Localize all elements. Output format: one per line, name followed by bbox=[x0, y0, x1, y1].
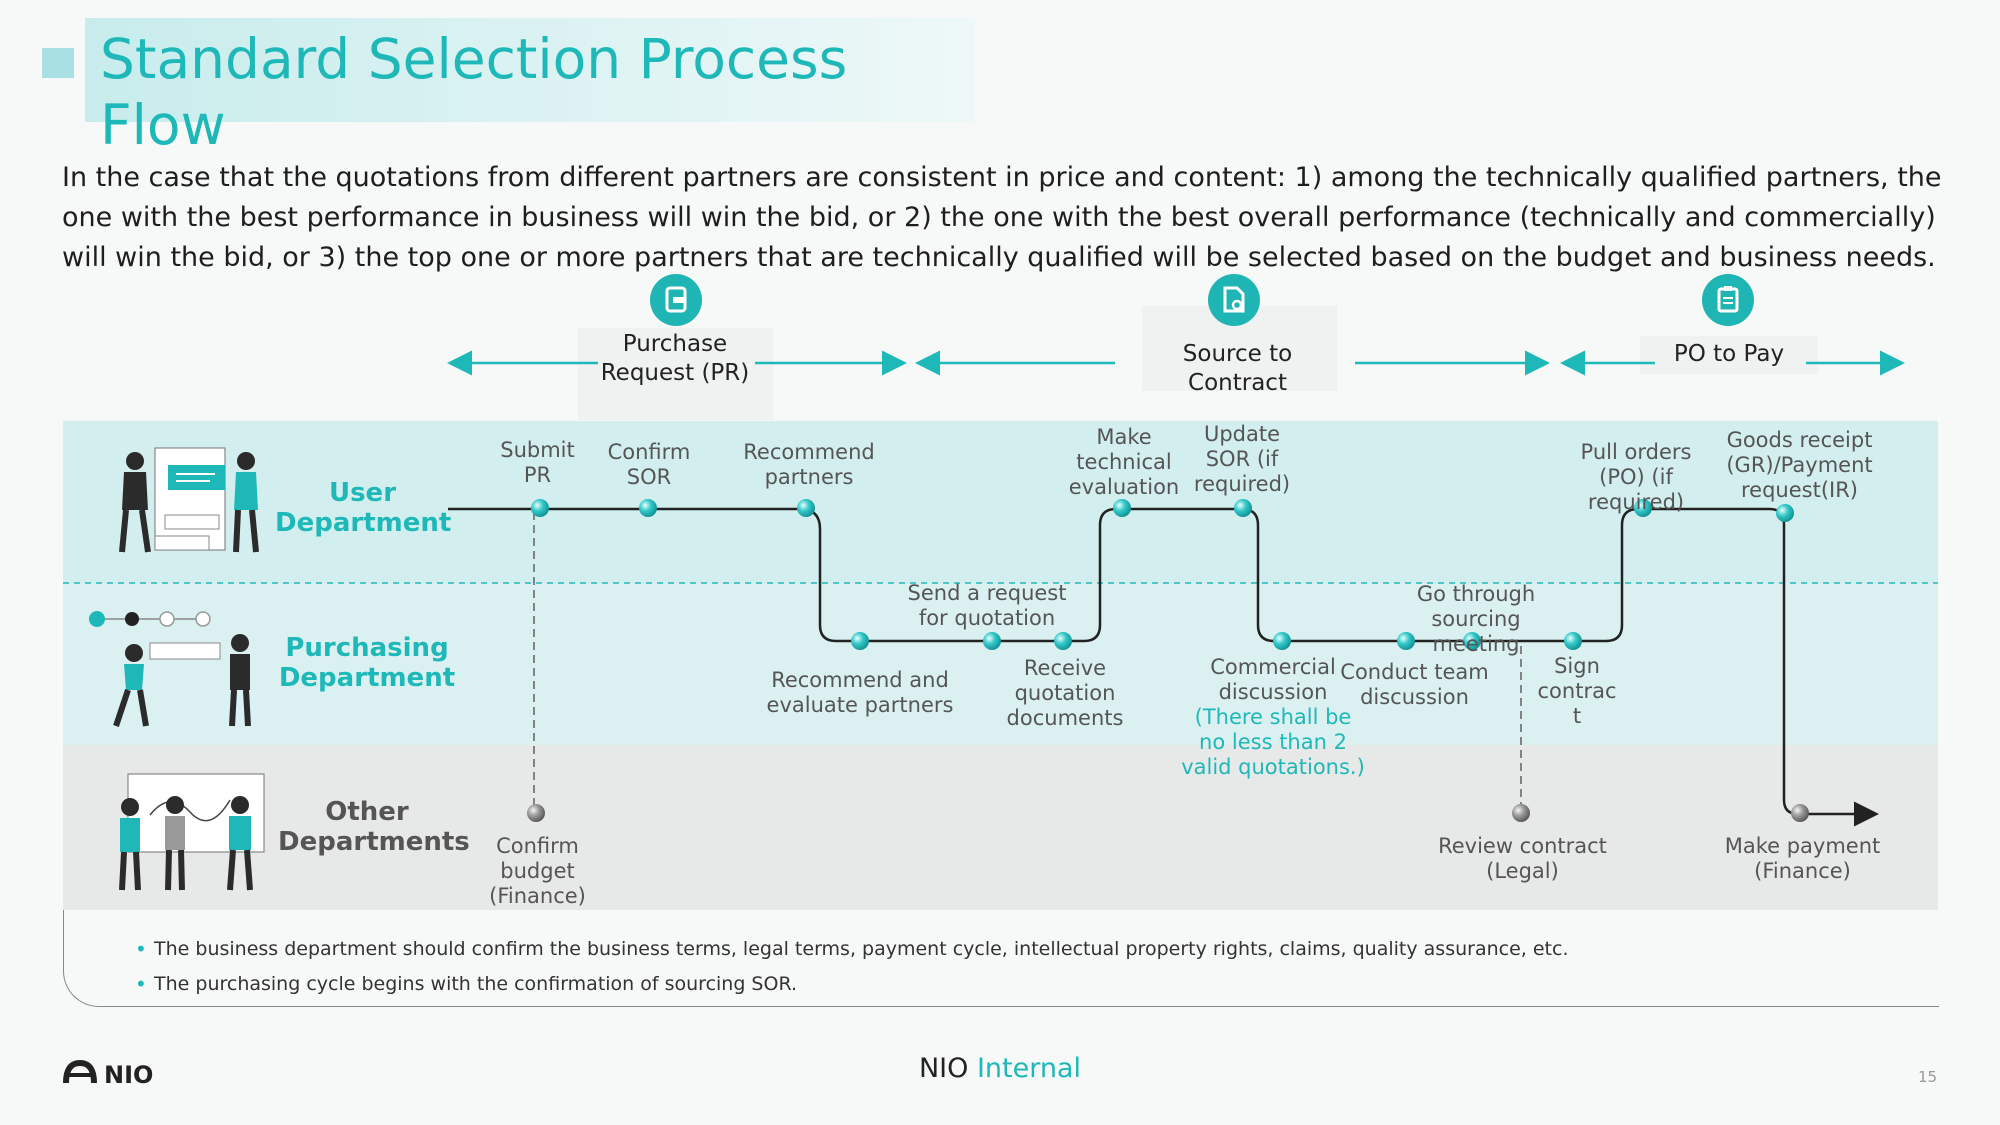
page-title: Standard Selection Process Flow bbox=[100, 27, 848, 157]
footer-internal-suffix: Internal bbox=[976, 1053, 1082, 1084]
clipboard-icon bbox=[1702, 274, 1754, 326]
step-recommend-evaluate: Recommend and evaluate partners bbox=[766, 668, 954, 717]
footer-classification: NIO Internal bbox=[900, 1053, 1100, 1084]
nio-logo-text: NIO bbox=[104, 1061, 154, 1089]
user-department-illustration bbox=[119, 447, 259, 553]
title-background bbox=[85, 18, 975, 122]
step-review-contract: Review contract (Legal) bbox=[1438, 834, 1607, 883]
user-lane-band bbox=[63, 421, 1938, 583]
node-submit-pr bbox=[531, 499, 549, 517]
other-lane-band bbox=[63, 745, 1938, 910]
node-review-contract bbox=[1512, 804, 1530, 822]
node-send-request bbox=[983, 632, 1001, 650]
phase-label-stc: Source to Contract bbox=[1182, 341, 1293, 396]
node-update-sor bbox=[1234, 499, 1252, 517]
node-recommend-partners bbox=[797, 499, 815, 517]
file-search-icon bbox=[1208, 274, 1260, 326]
title-marker bbox=[42, 48, 74, 78]
phase-bg-po bbox=[1640, 336, 1818, 374]
step-goods-receipt: Goods receipt (GR)/Payment request(IR) bbox=[1726, 428, 1873, 502]
lane-label-purchasing: Purchasing Department bbox=[278, 633, 456, 693]
note-item: The business department should confirm t… bbox=[135, 932, 1835, 967]
phase-label-po: PO to Pay bbox=[1673, 341, 1785, 367]
step-commercial-note: (There shall be no less than 2 valid quo… bbox=[1181, 705, 1365, 779]
node-recommend-evaluate bbox=[851, 632, 869, 650]
step-confirm-sor: Confirm SOR bbox=[607, 440, 691, 489]
node-pull-orders bbox=[1634, 499, 1652, 517]
node-make-tech-eval bbox=[1113, 499, 1131, 517]
step-go-through: Go through sourcing meeting bbox=[1416, 582, 1536, 656]
step-confirm-budget: Confirm budget (Finance) bbox=[489, 834, 586, 908]
footer-internal-prefix: NIO bbox=[918, 1053, 969, 1084]
phase-bg-pr bbox=[578, 328, 773, 420]
nio-logo-mark bbox=[63, 1059, 97, 1084]
node-receive-quotation bbox=[1054, 632, 1072, 650]
node-commercial-discussion bbox=[1273, 632, 1291, 650]
node-go-through bbox=[1463, 632, 1481, 650]
note-item: The purchasing cycle begins with the con… bbox=[135, 967, 1835, 1002]
step-submit-pr: Submit PR bbox=[500, 438, 575, 487]
step-recommend-partners: Recommend partners bbox=[743, 440, 875, 489]
node-sign-contract bbox=[1564, 632, 1582, 650]
lane-label-user: User Department bbox=[275, 478, 452, 538]
lane-label-other: Other Departments bbox=[278, 797, 470, 857]
step-sign-contract: Sign contrac t bbox=[1537, 654, 1617, 728]
notes-list: The business department should confirm t… bbox=[135, 932, 1835, 1002]
step-conduct-team: Conduct team discussion bbox=[1340, 660, 1489, 709]
phase-label-pr: Purchase Request (PR) bbox=[600, 331, 750, 386]
purchasing-lane-band bbox=[63, 583, 1938, 745]
node-conduct-team bbox=[1397, 632, 1415, 650]
main-flow-line bbox=[448, 507, 1879, 827]
node-goods-receipt bbox=[1776, 504, 1794, 522]
node-make-payment bbox=[1791, 804, 1809, 822]
notes-frame bbox=[63, 910, 1939, 1007]
document-icon bbox=[650, 274, 702, 326]
node-confirm-sor bbox=[639, 499, 657, 517]
purchasing-department-illustration bbox=[113, 634, 251, 727]
node-confirm-budget bbox=[527, 804, 545, 822]
step-make-payment: Make payment (Finance) bbox=[1724, 834, 1881, 883]
step-update-sor: Update SOR (if required) bbox=[1193, 422, 1291, 496]
step-receive-quotation: Receive quotation documents bbox=[1006, 656, 1124, 730]
flow-nodes bbox=[527, 499, 1809, 822]
step-make-tech-eval: Make technical evaluation bbox=[1068, 425, 1180, 499]
step-commercial-discussion: Commercial discussion bbox=[1210, 655, 1336, 704]
intro-paragraph: In the case that the quotations from dif… bbox=[62, 162, 1942, 273]
page-number: 15 bbox=[1918, 1068, 1938, 1086]
step-send-request: Send a request for quotation bbox=[907, 581, 1067, 630]
step-pull-orders: Pull orders (PO) (if required) bbox=[1580, 440, 1692, 514]
progress-dots-illustration bbox=[89, 611, 211, 627]
other-departments-illustration bbox=[119, 773, 265, 891]
